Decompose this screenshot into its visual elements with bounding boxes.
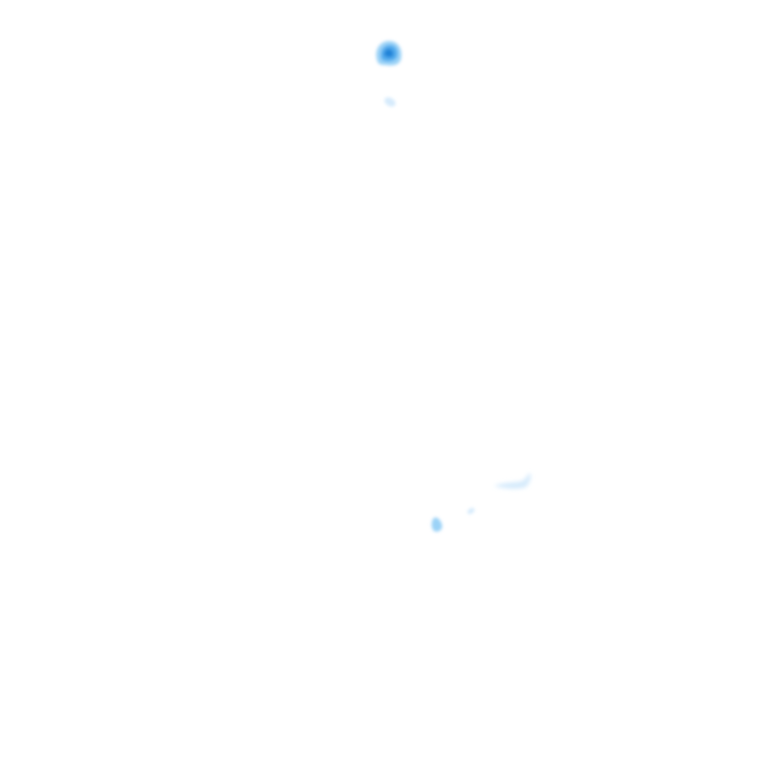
streak-right bbox=[494, 473, 531, 489]
blob-top bbox=[376, 41, 402, 66]
dot-middle bbox=[467, 507, 475, 515]
blob-lower-left bbox=[431, 517, 443, 532]
blob-small-top bbox=[384, 97, 396, 107]
